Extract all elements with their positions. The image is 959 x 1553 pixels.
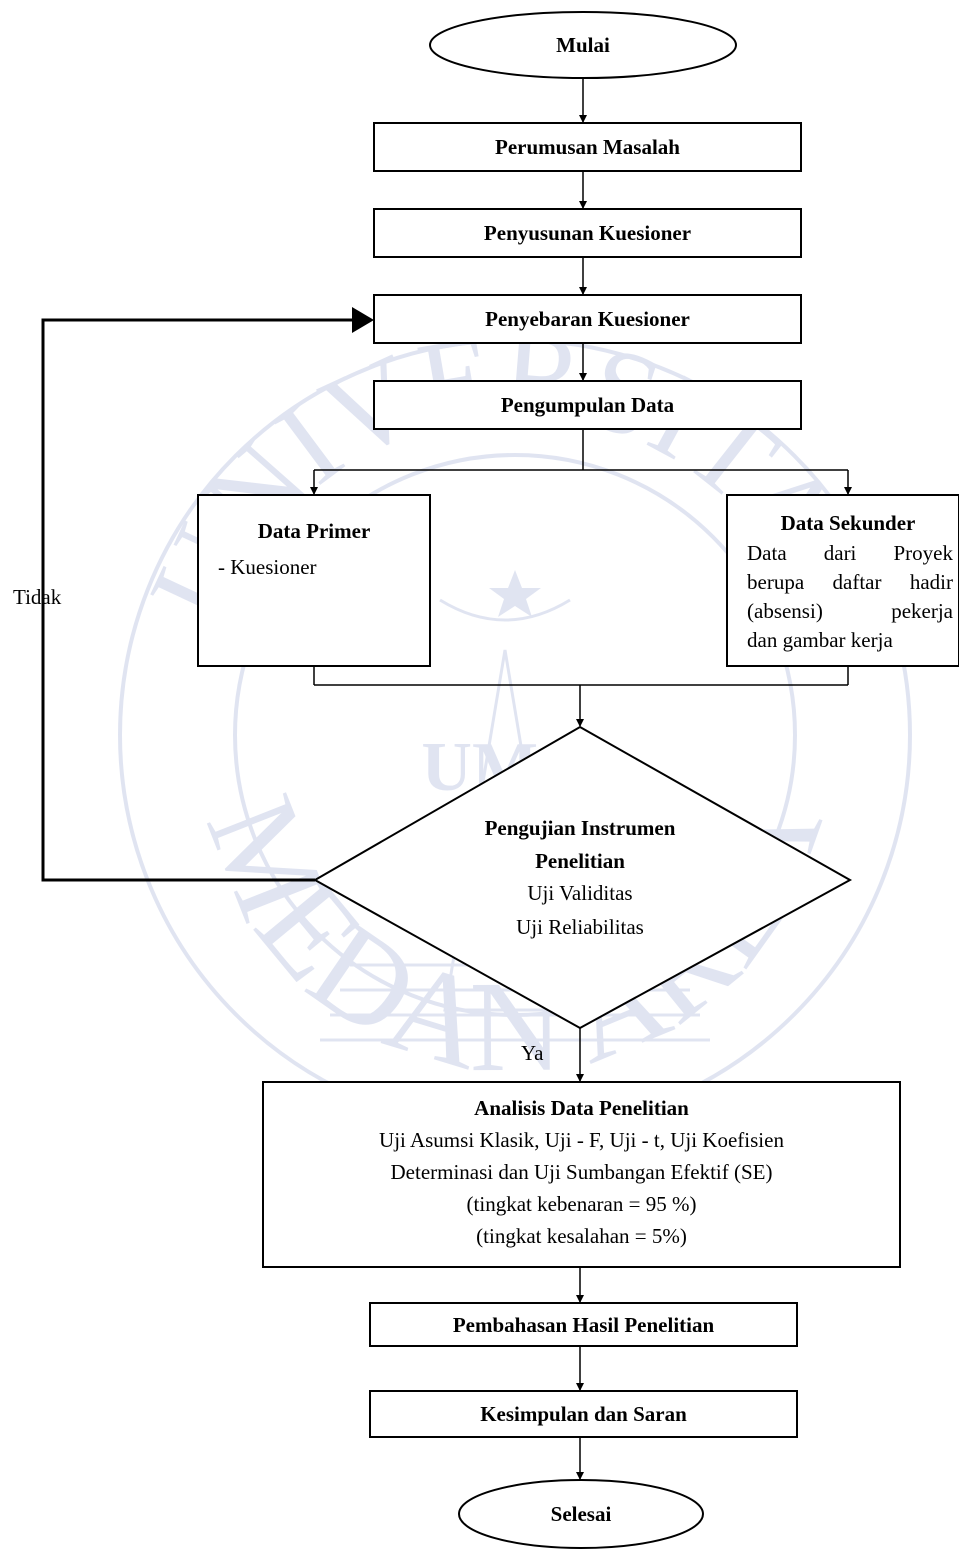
data-sekunder-line-2: berupa daftar hadir: [747, 570, 953, 594]
yes-label: Ya: [521, 1041, 544, 1065]
step-pengumpulan-label: Pengumpulan Data: [500, 393, 675, 417]
step-perumusan-label: Perumusan Masalah: [495, 135, 680, 159]
data-sekunder-line-3: (absensi) pekerja: [747, 599, 953, 623]
analysis-line-3: (tingkat kebenaran = 95 %): [466, 1192, 697, 1216]
data-sekunder-title: Data Sekunder: [780, 511, 916, 535]
end-terminator: [458, 1479, 704, 1549]
analysis-title: Analisis Data Penelitian: [474, 1096, 689, 1120]
step-penyebaran-box: [373, 294, 802, 344]
step-kesimpulan-box: [369, 1390, 798, 1438]
data-primer-title: Data Primer: [257, 519, 371, 543]
analysis-line-1: Uji Asumsi Klasik, Uji - F, Uji - t, Uji…: [379, 1128, 784, 1152]
data-primer-item: - Kuesioner: [218, 555, 317, 579]
data-primer-box: [197, 494, 431, 667]
data-sekunder-line-4: dan gambar kerja: [747, 628, 893, 652]
decision-line-2: Uji Reliabilitas: [516, 915, 644, 939]
decision-title-line-1: Pengujian Instrumen: [484, 816, 676, 840]
analysis-box: [262, 1081, 901, 1268]
data-sekunder-box: [726, 494, 959, 667]
end-label: Selesai: [550, 1502, 612, 1526]
decision-line-1: Uji Validitas: [527, 881, 633, 905]
decision-title-line-2: Penelitian: [535, 849, 625, 873]
no-label: Tidak: [13, 585, 62, 609]
data-sekunder-line-1: Data dari Proyek: [747, 541, 953, 565]
step-penyusunan-label: Penyusunan Kuesioner: [483, 221, 692, 245]
step-penyusunan-box: [373, 208, 802, 258]
step-pembahasan-label: Pembahasan Hasil Penelitian: [452, 1313, 715, 1337]
analysis-line-4: (tingkat kesalahan = 5%): [476, 1224, 687, 1248]
analysis-line-2: Determinasi dan Uji Sumbangan Efektif (S…: [390, 1160, 773, 1184]
step-perumusan-box: [373, 122, 802, 172]
step-penyebaran-label: Penyebaran Kuesioner: [485, 307, 690, 331]
step-pembahasan-box: [369, 1302, 798, 1347]
step-pengumpulan-box: [373, 380, 802, 430]
start-label: Mulai: [556, 33, 610, 57]
step-kesimpulan-label: Kesimpulan dan Saran: [480, 1402, 687, 1426]
no-feedback-arrow: [41, 307, 374, 882]
